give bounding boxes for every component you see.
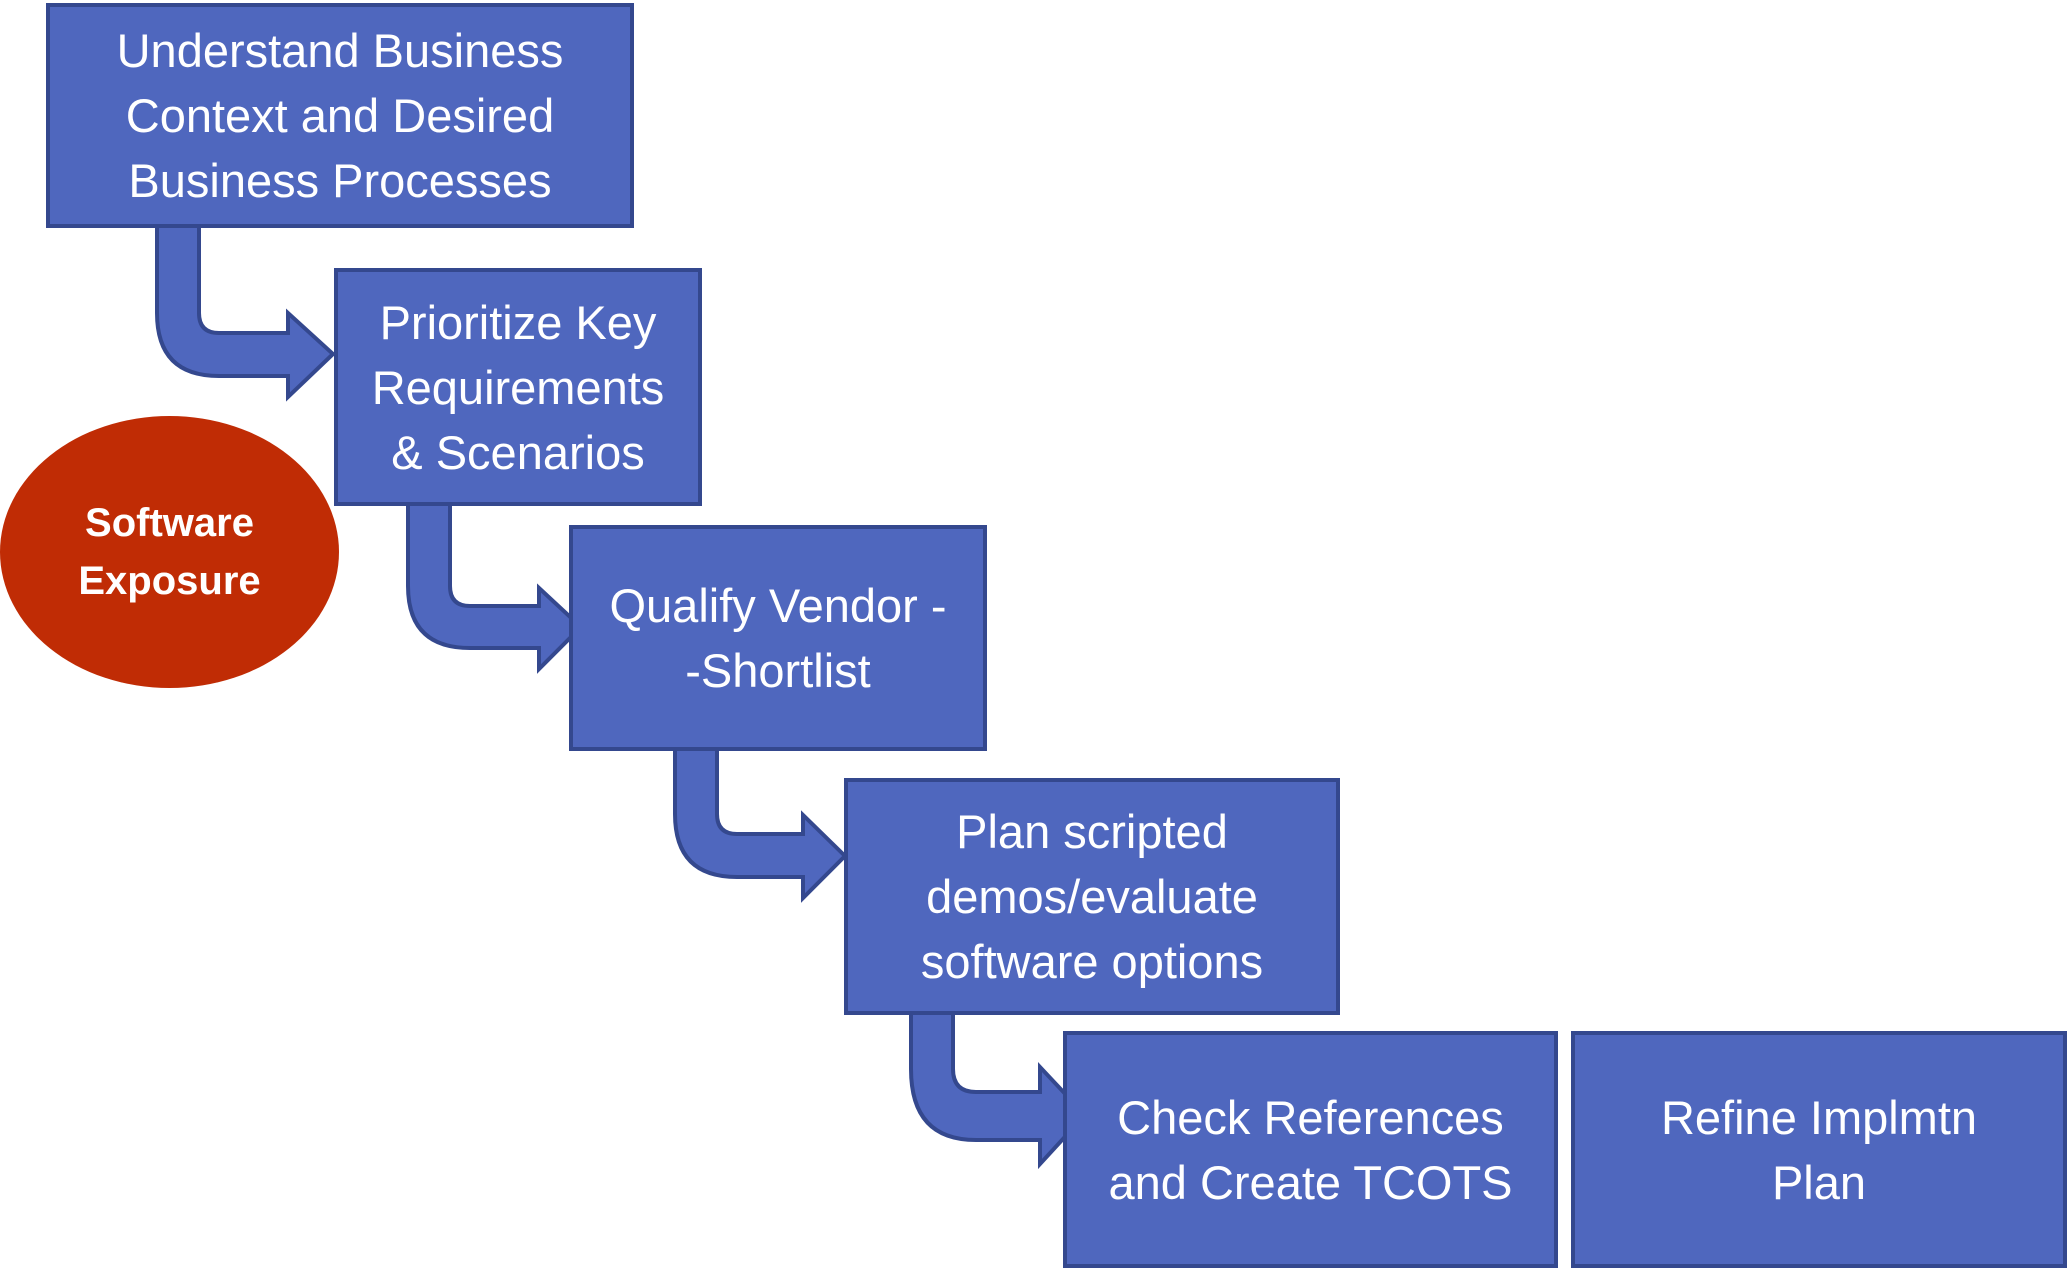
connector-arrow-4-to-5	[909, 1011, 1088, 1170]
step-understand-business-context: Understand Business Context and Desired …	[46, 3, 634, 228]
step-label: Qualify Vendor - -Shortlist	[609, 579, 947, 697]
step-prioritize-requirements: Prioritize Key Requirements & Scenarios	[334, 268, 702, 506]
step-check-references: Check References and Create TCOTS	[1063, 1031, 1558, 1268]
step-label: Understand Business Context and Desired …	[116, 24, 564, 207]
step-plan-scripted-demos: Plan scripted demos/evaluate software op…	[844, 778, 1340, 1015]
step-label: Check References and Create TCOTS	[1108, 1090, 1513, 1209]
software-exposure-note: Software Exposure	[0, 416, 339, 688]
connector-arrow-2-to-3	[406, 502, 584, 674]
step-label: Prioritize Key Requirements & Scenarios	[371, 295, 665, 479]
connector-arrow-3-to-4	[673, 747, 848, 903]
step-qualify-vendor: Qualify Vendor - -Shortlist	[569, 525, 987, 751]
step-refine-implementation-plan: Refine Implmtn Plan	[1571, 1031, 2067, 1268]
step-label: Refine Implmtn Plan	[1660, 1090, 1978, 1209]
step-label: Plan scripted demos/evaluate software op…	[920, 805, 1264, 988]
note-label: Software Exposure	[78, 501, 261, 603]
connector-arrow-1-to-2	[155, 224, 336, 402]
